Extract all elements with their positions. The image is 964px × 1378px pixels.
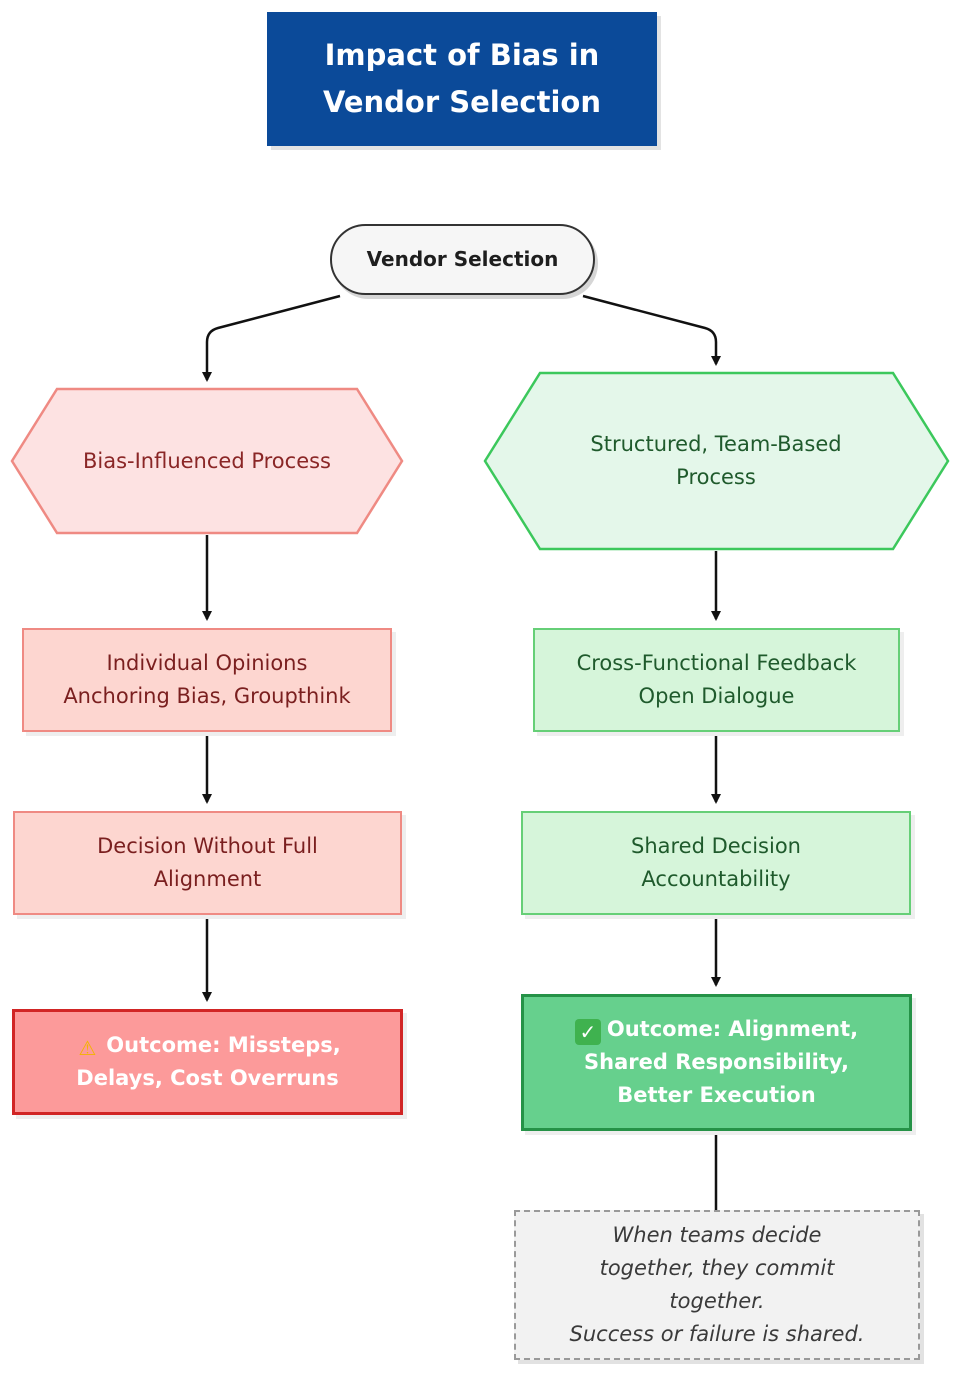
start-label: Vendor Selection bbox=[366, 247, 559, 271]
right-step2-line1: Shared Decision bbox=[630, 834, 801, 858]
left-step-decision-without-alignment: Decision Without Full Alignment bbox=[13, 811, 402, 915]
warning-icon: ⚠ bbox=[78, 1036, 97, 1060]
start-node-vendor-selection: Vendor Selection bbox=[330, 224, 595, 295]
title-line-2: Vendor Selection bbox=[323, 85, 601, 119]
note-shared-commitment: When teams decide together, they commit … bbox=[514, 1210, 920, 1360]
team-process-line1: Structured, Team-Based bbox=[590, 432, 842, 456]
team-process-line2: Process bbox=[676, 465, 756, 489]
left-step2-line1: Decision Without Full bbox=[97, 834, 318, 858]
right-outcome-line3: Better Execution bbox=[617, 1083, 816, 1107]
diagram-title: Impact of Bias in Vendor Selection bbox=[267, 12, 657, 146]
bias-process-label: Bias-Influenced Process bbox=[20, 389, 394, 533]
left-step1-line2: Anchoring Bias, Groupthink bbox=[63, 684, 351, 708]
left-step2-line2: Alignment bbox=[153, 867, 262, 891]
check-icon: ✓ bbox=[574, 1019, 601, 1045]
left-outcome-missteps: ⚠ Outcome: Missteps, Delays, Cost Overrun… bbox=[12, 1009, 403, 1115]
right-outcome-alignment: ✓Outcome: Alignment, Shared Responsibili… bbox=[521, 994, 912, 1131]
left-outcome-line1: Outcome: Missteps, bbox=[106, 1033, 341, 1057]
right-step-cross-functional-feedback: Cross-Functional Feedback Open Dialogue bbox=[533, 628, 900, 732]
connector-start-to-right bbox=[582, 294, 721, 366]
team-process-hexagon bbox=[483, 371, 950, 551]
right-outcome-line2: Shared Responsibility, bbox=[584, 1050, 849, 1074]
bias-process-hexagon bbox=[10, 387, 404, 535]
left-outcome-line2: Delays, Cost Overruns bbox=[76, 1066, 339, 1090]
connector-start-to-left bbox=[202, 294, 341, 382]
note-line3: together. bbox=[669, 1289, 765, 1313]
note-line2: together, they commit bbox=[599, 1256, 835, 1280]
left-step1-line1: Individual Opinions bbox=[106, 651, 308, 675]
right-step-shared-decision: Shared Decision Accountability bbox=[521, 811, 911, 915]
right-outcome-line1: Outcome: Alignment, bbox=[606, 1017, 859, 1041]
title-line-1: Impact of Bias in bbox=[324, 38, 600, 72]
right-step1-line2: Open Dialogue bbox=[638, 684, 795, 708]
note-line4: Success or failure is shared. bbox=[569, 1322, 865, 1346]
bias-process-text: Bias-Influenced Process bbox=[82, 448, 332, 473]
right-step1-line1: Cross-Functional Feedback bbox=[576, 651, 857, 675]
right-step2-line2: Accountability bbox=[641, 867, 791, 891]
team-process-label: Structured, Team-Based Process bbox=[500, 373, 932, 549]
note-line1: When teams decide bbox=[612, 1223, 822, 1247]
left-step-individual-opinions: Individual Opinions Anchoring Bias, Grou… bbox=[22, 628, 392, 732]
